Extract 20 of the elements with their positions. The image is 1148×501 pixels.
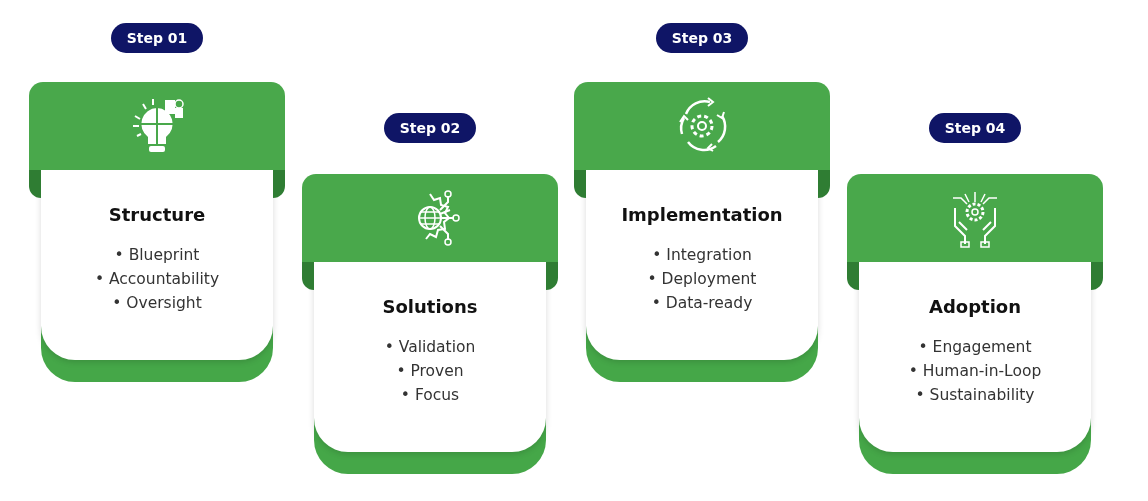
bullet-item: • Focus (400, 386, 460, 404)
bullet-item: • Accountability (94, 270, 220, 288)
card-title: Implementation (621, 204, 783, 225)
step-badge: Step 03 (656, 23, 748, 53)
bullet-item: • Human-in-Loop (908, 362, 1042, 380)
bullet-item: • Validation (384, 338, 476, 356)
step-badge: Step 01 (111, 23, 203, 53)
card-title: Structure (108, 204, 206, 225)
card-title: Adoption (929, 296, 1021, 317)
bullet-item: • Oversight (112, 294, 202, 312)
bullet-item: • Blueprint (114, 246, 200, 264)
card-title: Solutions (382, 296, 478, 317)
bullet-item: • Engagement (918, 338, 1032, 356)
step-badge: Step 04 (929, 113, 1021, 143)
bullet-item: • Deployment (647, 270, 757, 288)
bullet-item: • Integration (652, 246, 752, 264)
step-badge: Step 02 (384, 113, 476, 143)
bullet-item: • Proven (396, 362, 464, 380)
bullet-item: • Data-ready (651, 294, 753, 312)
bullet-item: • Sustainability (915, 386, 1035, 404)
